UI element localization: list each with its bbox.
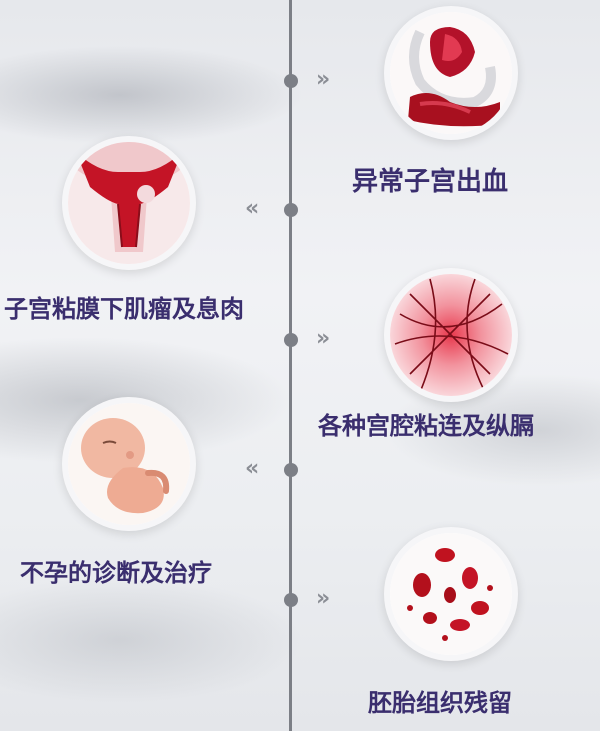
arrow-left-icon: « xyxy=(245,196,259,221)
timeline-node xyxy=(283,463,298,477)
uterus-fibroid-icon xyxy=(62,136,196,270)
item-label: 胚胎组织残留 xyxy=(368,689,512,717)
uterine-adhesion-icon xyxy=(384,268,518,402)
timeline-line xyxy=(289,0,292,731)
arrow-left-icon: « xyxy=(245,456,259,481)
timeline-node xyxy=(283,74,298,88)
item-label: 不孕的诊断及治疗 xyxy=(20,559,212,587)
tissue-remnant-icon xyxy=(384,527,518,661)
item-label: 异常子宫出血 xyxy=(352,167,509,197)
timeline-node xyxy=(283,203,298,217)
arrow-right-icon: » xyxy=(316,326,330,351)
item-label: 各种宫腔粘连及纵膈 xyxy=(318,412,534,440)
arrow-right-icon: » xyxy=(316,67,330,92)
item-label: 子宫粘膜下肌瘤及息肉 xyxy=(4,295,244,323)
bleeding-pad-icon xyxy=(384,6,518,140)
fetus-icon xyxy=(62,397,196,531)
arrow-right-icon: » xyxy=(316,586,330,611)
timeline-node xyxy=(283,593,298,607)
timeline-node xyxy=(283,333,298,347)
